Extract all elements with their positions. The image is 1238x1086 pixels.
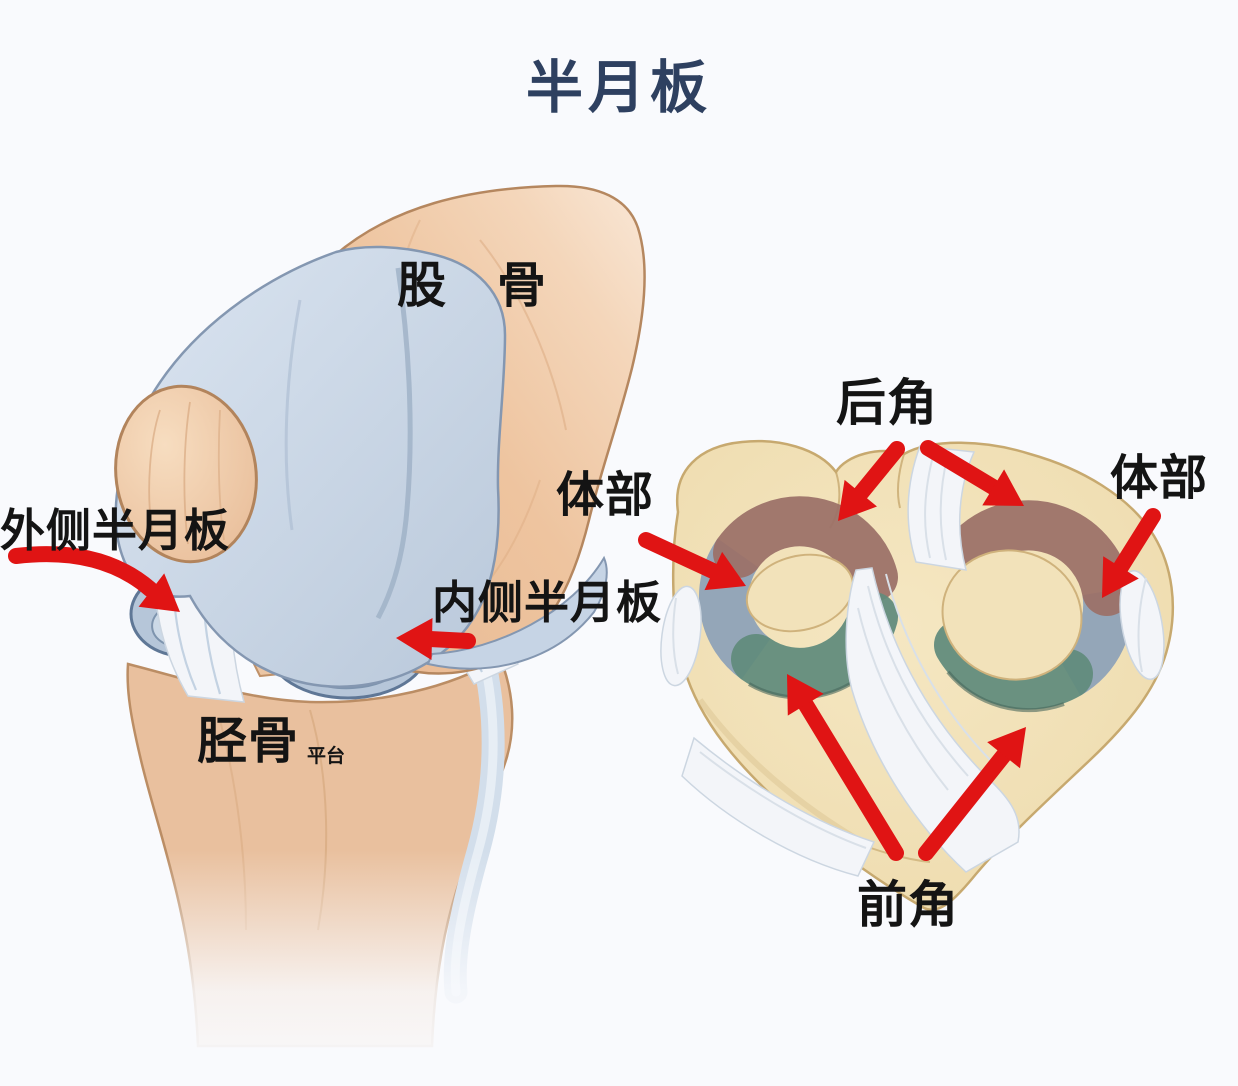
femur-label: 股 骨: [397, 259, 548, 313]
bottom-fade: [40, 850, 640, 1086]
right-plateau-surface: [941, 549, 1083, 681]
left-plateau-surface: [745, 553, 855, 633]
right-posterior-horn-segment: [952, 500, 1132, 616]
collateral-ligament-left-shape: [660, 585, 702, 687]
femoral-condyle-shape: [426, 555, 608, 670]
arrow-anterior-horn-left: [787, 674, 904, 861]
arrow-posterior-horn-left: [838, 441, 905, 521]
lateral-meniscus-label: 外侧半月板: [0, 505, 231, 556]
patella-bone-shape: [114, 384, 258, 564]
arrow-anterior-horn-right: [918, 727, 1026, 861]
body-right-label: 体部: [1110, 452, 1209, 505]
body-left-label: 体部: [556, 469, 655, 522]
right-meniscus-ring: [934, 500, 1134, 712]
arrow-lateral-meniscus: [8, 546, 180, 612]
arrow-body-right: [1102, 508, 1161, 598]
arrow-body-left: [638, 532, 746, 591]
page-title: 半月板: [526, 56, 712, 120]
tibia-plateau-label: 平台: [307, 746, 346, 767]
left-posterior-horn-segment: [713, 496, 898, 602]
medial-meniscus-label: 内侧半月板: [432, 577, 663, 628]
collateral-ligament-right-shape: [1119, 569, 1165, 681]
anterior-horn-label: 前角: [857, 877, 959, 933]
arrow-medial-meniscus: [396, 618, 476, 660]
tibial-plateau-top-view: [660, 439, 1175, 911]
arrow-posterior-horn-right: [920, 440, 1024, 506]
tibia-label: 胫骨: [197, 713, 299, 769]
posterior-horn-label: 后角: [836, 375, 938, 431]
knee-side-view: [40, 184, 646, 1086]
